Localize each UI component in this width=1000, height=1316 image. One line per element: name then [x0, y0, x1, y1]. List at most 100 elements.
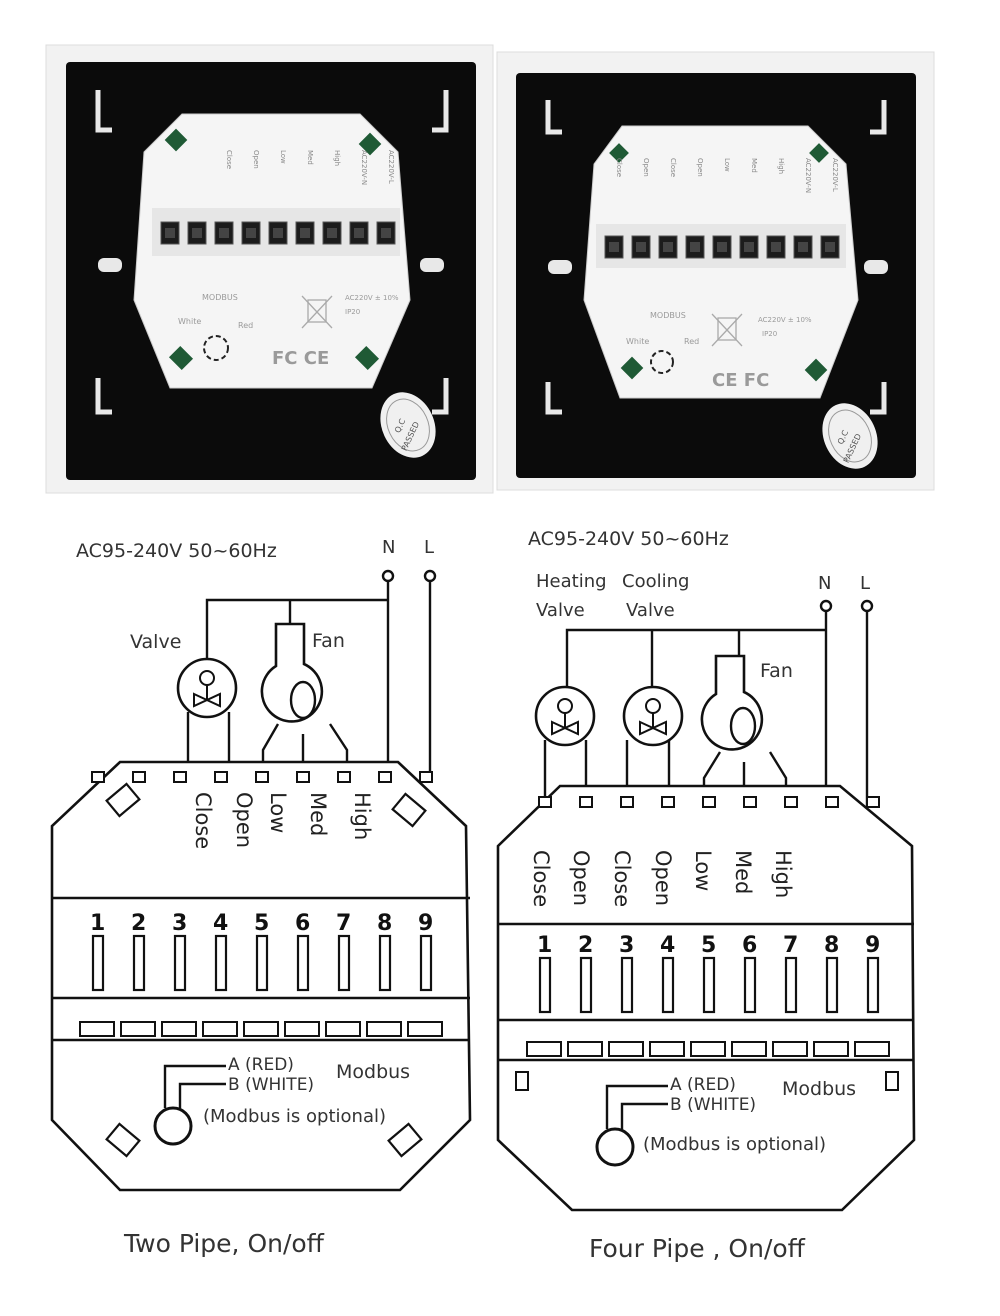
right-cooling-valve-line2: Valve — [626, 600, 675, 621]
photo-right-terminal-label: Close — [615, 158, 623, 177]
diagram_right-terminal-slot — [526, 1041, 562, 1057]
photo-right-terminal-label: Open — [696, 158, 704, 177]
photo-left-terminal-label: Med — [306, 150, 314, 165]
diagram_right-terminal-screw — [702, 956, 716, 1014]
diagram_right-terminal-slot — [813, 1041, 849, 1057]
right-heating-valve-icon — [534, 685, 596, 747]
left-caption: Two Pipe, On/off — [123, 1229, 325, 1258]
diagram_left-top-pin — [419, 771, 433, 783]
right-heating-valve-line1: Heating — [536, 571, 607, 592]
photo-left-terminal-screw — [381, 228, 391, 238]
photo-left-terminal-label: AC220V-L — [387, 150, 395, 184]
diagram_right-terminal-label: Low — [691, 850, 715, 891]
diagram_right-terminal-screw — [866, 956, 880, 1014]
photo-right-terminal-label: Med — [750, 158, 758, 173]
photo-left-terminal-label: Open — [252, 150, 260, 169]
left-fan-icon — [260, 622, 324, 723]
diagram_right-top-pin — [661, 796, 675, 808]
left-valve-icon — [176, 657, 238, 719]
diagram_right-top-pin — [784, 796, 798, 808]
right-l-label: L — [860, 573, 870, 594]
photo-right-qc-sticker: Q.C PASSED — [822, 403, 878, 469]
diagram_right-terminal-label: High — [771, 850, 795, 898]
photo-left-terminal-screw — [219, 228, 229, 238]
left-l-terminal — [423, 569, 437, 583]
diagram_left-terminal-number: 3 — [172, 911, 187, 936]
diagram_left-terminal-number: 2 — [131, 911, 146, 936]
right-fan-label: Fan — [760, 660, 793, 682]
diagram_left-terminal-number: 7 — [336, 911, 351, 936]
diagram_right-terminal-label: Med — [731, 850, 755, 894]
photo-right-terminal-screw — [636, 242, 646, 252]
photo-right-terminal-screw — [717, 242, 727, 252]
diagram_right-terminal-label: Open — [651, 850, 675, 906]
diagram_left-top-pin — [296, 771, 310, 783]
diagram_right-top-pin — [702, 796, 716, 808]
diagram_right-top-pin — [579, 796, 593, 808]
diagram_left-terminal-number: 8 — [377, 911, 392, 936]
photo-left-terminal-screw — [354, 228, 364, 238]
diagram_right-top-pin — [620, 796, 634, 808]
right-modbus-note: (Modbus is optional) — [643, 1134, 826, 1155]
right-modbus-port — [595, 1127, 635, 1167]
photo-right-red-text: Red — [684, 337, 699, 346]
photo-right-terminal-screw — [609, 242, 619, 252]
photo-right-terminal-label: AC220V-N — [804, 158, 812, 193]
diagram_right-top-pin — [825, 796, 839, 808]
diagram_left-terminal-screw — [255, 934, 269, 992]
diagram_left-terminal-screw — [91, 934, 105, 992]
diagram_right-terminal-number: 3 — [619, 933, 634, 958]
photo-left-terminal-screw — [192, 228, 202, 238]
diagram_left-top-pin — [214, 771, 228, 783]
photo-right-white-text: White — [626, 337, 649, 346]
diagram_right-terminal-number: 9 — [865, 933, 880, 958]
diagram_left-terminal-number: 5 — [254, 911, 269, 936]
photo-right-terminal-label: Open — [642, 158, 650, 177]
photo-right-weee-icon — [711, 313, 743, 347]
diagram_right-terminal-number: 8 — [824, 933, 839, 958]
diagram_left-terminal-slot — [407, 1021, 443, 1037]
diagram_left-terminal-number: 1 — [90, 911, 105, 936]
diagram_right-terminal-screw — [620, 956, 634, 1014]
photo-right-modbus-text: MODBUS — [650, 311, 686, 320]
diagram_left-terminal-label: Close — [191, 792, 215, 849]
diagram_right-terminal-number: 6 — [742, 933, 757, 958]
diagram_right-terminal-screw — [579, 956, 593, 1014]
photo-left-terminal-screw — [300, 228, 310, 238]
photo-right-terminal-label: AC220V-L — [831, 158, 839, 192]
photo-right-spec-text: AC220V ± 10% — [758, 316, 812, 324]
diagram_left-terminal-label: Open — [232, 792, 256, 848]
diagram_left-top-pin — [337, 771, 351, 783]
left-n-terminal — [381, 569, 395, 583]
photo-left-terminal-label: Low — [279, 150, 287, 164]
diagram_right-terminal-slot — [567, 1041, 603, 1057]
photo-left-qc-sticker: Q.C PASSED — [380, 392, 436, 458]
left-power-spec: AC95-240V 50~60Hz — [76, 540, 277, 562]
left-n-label: N — [382, 537, 395, 558]
diagram_left-terminal-label: Med — [306, 792, 330, 836]
diagram_right-terminal-number: 2 — [578, 933, 593, 958]
diagram_left-terminal-slot — [325, 1021, 361, 1037]
photo-left-terminal-screw — [246, 228, 256, 238]
diagram_left-terminal-number: 4 — [213, 911, 228, 936]
diagram_right-terminal-number: 4 — [660, 933, 675, 958]
photo-right-terminal-screw — [663, 242, 673, 252]
photo-left-modbus-port — [203, 335, 229, 361]
photo-left-terminal-label: High — [333, 150, 341, 166]
diagram_left-terminal-label: High — [350, 792, 374, 840]
right-modbus-a: A (RED) — [670, 1075, 736, 1095]
photo-right-modbus-port — [650, 350, 674, 374]
diagram_left-terminal-screw — [378, 934, 392, 992]
diagram_right-terminal-slot — [731, 1041, 767, 1057]
photo-left-white-text: White — [178, 317, 201, 326]
photo-right-terminal-screw — [690, 242, 700, 252]
left-fan-label: Fan — [312, 630, 345, 652]
diagram_right-terminal-slot — [690, 1041, 726, 1057]
photo-right-terminal-label: Close — [669, 158, 677, 177]
diagram_right-terminal-slot — [608, 1041, 644, 1057]
photo-left-terminal-label: Close — [225, 150, 233, 169]
diagram_left-terminal-screw — [337, 934, 351, 992]
right-caption: Four Pipe , On/off — [589, 1234, 806, 1263]
left-valve-label: Valve — [130, 631, 181, 653]
photo-left-red-text: Red — [238, 321, 253, 330]
